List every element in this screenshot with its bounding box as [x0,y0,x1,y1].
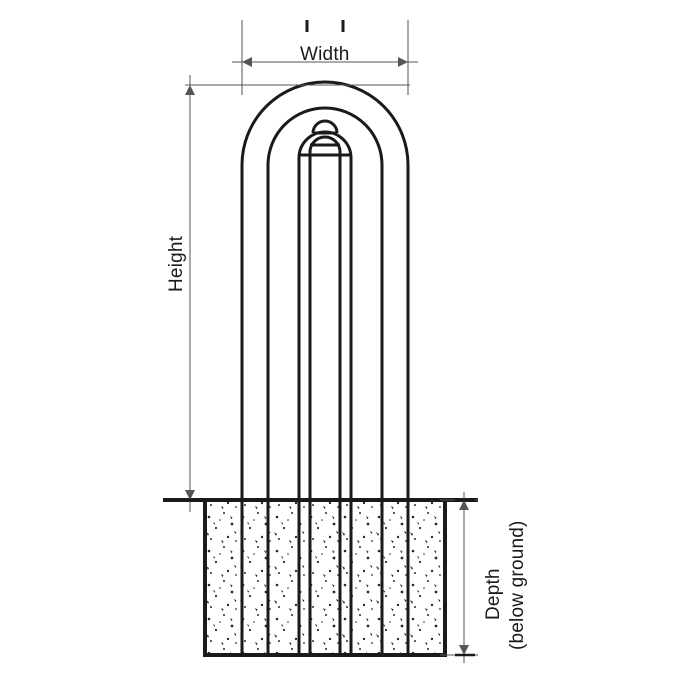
width-label: Width [300,44,350,65]
u-shaped-bike-hoop [240,80,410,655]
depth-sublabel: (below ground) [507,520,528,650]
depth-label: Depth [483,568,504,620]
height-label: Height [166,235,187,292]
depth-dimension [440,492,478,663]
concrete-footing [203,498,447,657]
height-dimension [178,75,410,512]
width-dimension [232,20,418,95]
hoop-inner-post [297,119,353,655]
